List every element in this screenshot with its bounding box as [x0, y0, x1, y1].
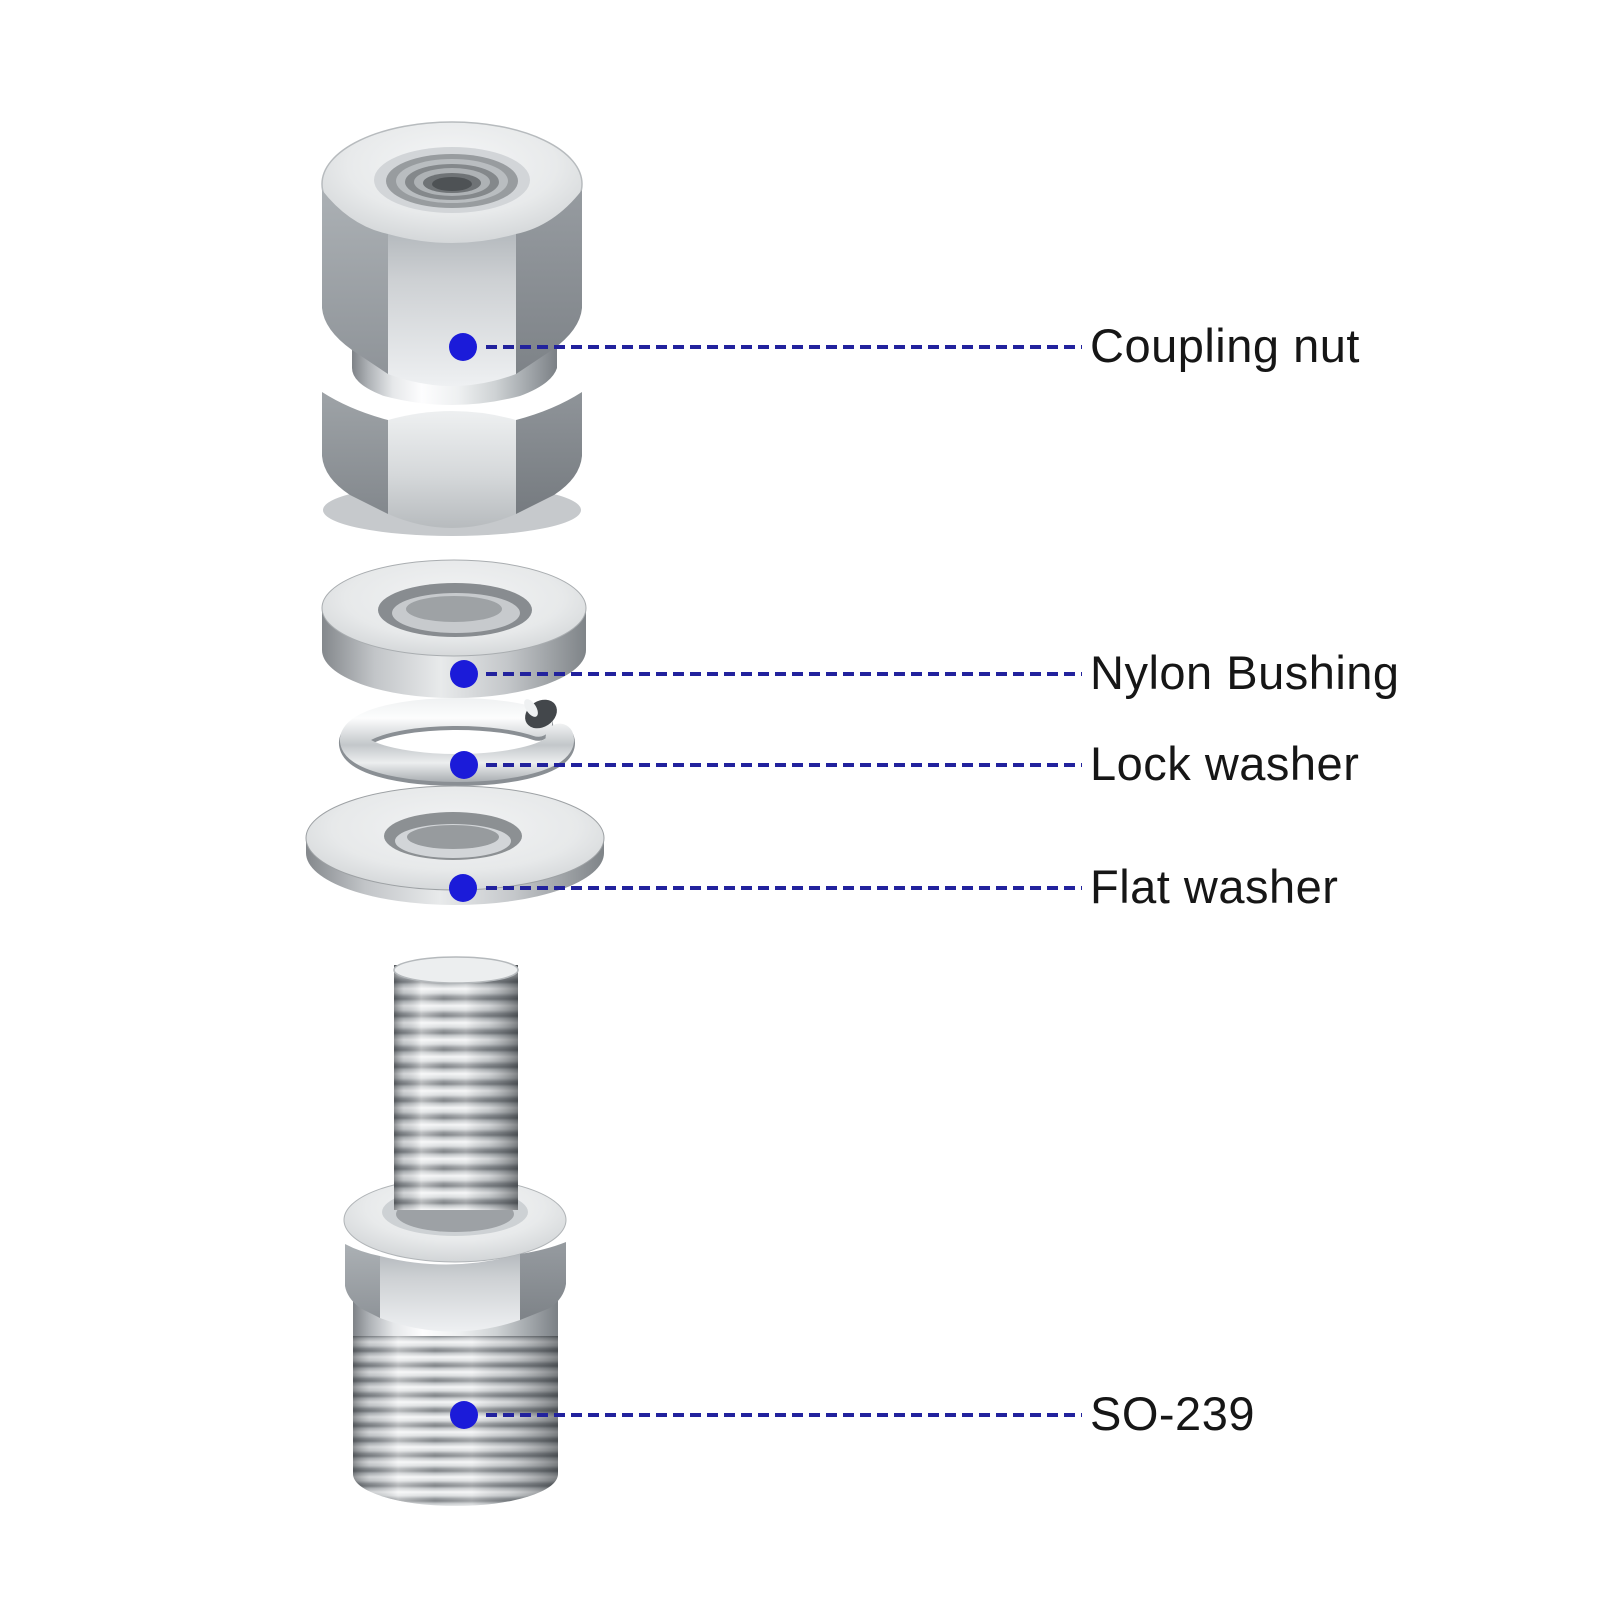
flat-washer-illustration — [305, 785, 605, 905]
coupling-nut-bottom-hex-left-face — [322, 392, 388, 514]
leader-line-nylon-bushing — [486, 672, 1082, 676]
so239-hex-center-face — [380, 1254, 520, 1332]
coupling-nut-bottom-hex-center-face — [388, 411, 516, 528]
coupling-nut-top-hex-right-face — [516, 190, 582, 374]
lock-washer-ring — [340, 698, 574, 783]
coupling-nut-top-hex-center-face — [388, 234, 516, 386]
label-lock-washer: Lock washer — [1090, 736, 1360, 790]
label-flat-washer: Flat washer — [1090, 859, 1339, 913]
label-so239: SO-239 — [1090, 1386, 1255, 1440]
leader-line-so239 — [486, 1413, 1082, 1417]
leader-line-coupling-nut — [486, 345, 1082, 349]
marker-dot-nylon-bushing — [450, 660, 478, 688]
marker-dot-lock-washer — [450, 751, 478, 779]
leader-line-lock-washer — [486, 763, 1082, 767]
leader-line-flat-washer — [486, 886, 1082, 890]
label-nylon-bushing: Nylon Bushing — [1090, 645, 1400, 699]
coupling-nut-bore — [432, 177, 472, 191]
so239-stud-top — [393, 956, 519, 984]
so239-hex-right-face — [520, 1242, 566, 1320]
coupling-nut-bottom-hex-right-face — [516, 392, 582, 514]
coupling-nut-illustration — [321, 121, 583, 536]
marker-dot-so239 — [450, 1401, 478, 1429]
so239-hex-left-face — [345, 1244, 380, 1318]
coupling-nut-top-hex-left-face — [322, 190, 388, 374]
marker-dot-coupling-nut — [449, 333, 477, 361]
label-coupling-nut: Coupling nut — [1090, 318, 1360, 372]
marker-dot-flat-washer — [449, 874, 477, 902]
